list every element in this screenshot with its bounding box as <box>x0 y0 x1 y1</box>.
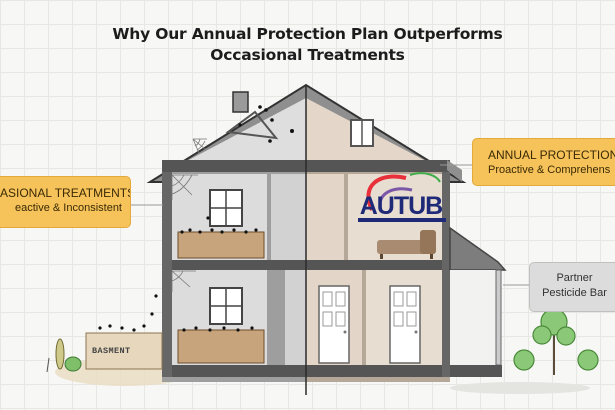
ground-shadow <box>450 382 590 394</box>
occasional-treatments-callout: ASIONAL TREATMENTS eactive & Inconsisten… <box>0 176 131 228</box>
callout-heading: ANNUAL PROTECTION PL <box>488 148 615 162</box>
door-icon <box>389 285 421 364</box>
tree-icon <box>513 308 599 375</box>
plant-icon <box>46 338 82 373</box>
cabinet-lower <box>177 329 265 364</box>
spider-web-icon <box>171 138 207 292</box>
callout-subheading: eactive & Inconsistent <box>14 202 122 214</box>
window-icon <box>209 287 243 325</box>
door-icon <box>318 285 350 364</box>
basement-block <box>85 332 163 370</box>
cabinet-upper <box>177 231 265 259</box>
annual-protection-callout: ANNUAL PROTECTION PL Proactive & Compreh… <box>472 138 615 186</box>
callout-line-1: Partner <box>556 272 593 284</box>
title-line-1: Why Our Annual Protection Plan Outperfor… <box>112 25 503 43</box>
sofa-icon <box>377 230 436 259</box>
logo-icon <box>358 172 446 222</box>
window-icon <box>209 189 243 227</box>
title-line-2: Occasional Treatments <box>210 46 405 64</box>
callout-subheading: Proactive & Comprehens <box>488 164 611 176</box>
basement-label: BASMENT <box>92 346 131 356</box>
porch <box>449 226 507 377</box>
callout-heading: ASIONAL TREATMENTS <box>0 186 131 200</box>
pesticide-barrier-callout: Partner Pesticide Bar <box>529 262 615 312</box>
attic-truss <box>225 110 279 140</box>
brand-logo: AUTUB <box>359 192 444 220</box>
page-title: Why Our Annual Protection Plan Outperfor… <box>0 24 615 66</box>
ant-icon <box>98 105 294 340</box>
callout-line-2: Pesticide Bar <box>542 287 607 299</box>
